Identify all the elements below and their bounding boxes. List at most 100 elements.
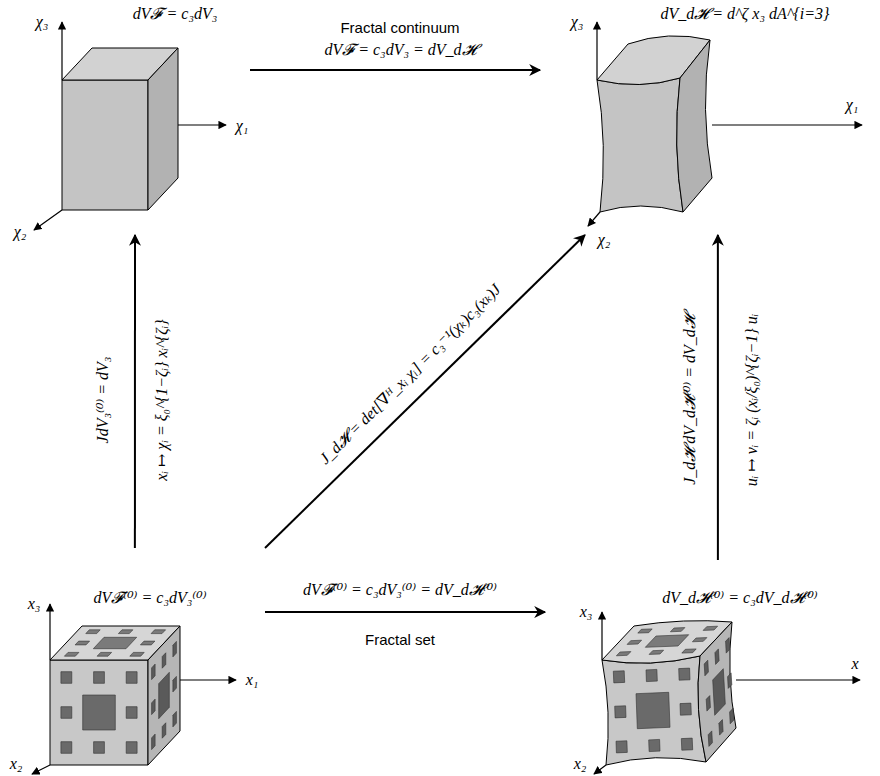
sponge-hole — [152, 664, 156, 680]
axis-label: x — [851, 655, 858, 673]
sponge-front — [50, 660, 148, 765]
axis — [180, 679, 236, 680]
sponge-hole — [719, 720, 723, 736]
sponge-hole — [692, 638, 707, 642]
volume-element-label: dV𝓕 = c₃dV₃ — [133, 5, 218, 23]
figure-node: dV_d𝓗 = d^ζ x₃ dA^{i=3} — [540, 0, 870, 235]
volume-element-label: dV_d𝓗⁽⁰⁾ = c₃dV_d𝓗⁽⁰⁾ — [662, 589, 818, 607]
sponge-hole — [173, 711, 177, 727]
sponge-hole — [613, 671, 624, 683]
map-formula: uᵢ ↦ vᵢ = ζᵢ (xᵢ/ξ₀)^{ζᵢ−1} uᵢ — [743, 314, 761, 486]
figure-node: dV𝓕⁽⁰⁾ = c₃dV₃⁽⁰⁾ — [20, 548, 265, 776]
sponge-hole — [708, 731, 712, 747]
axis-label: χ₁ — [236, 117, 249, 135]
axis — [34, 210, 62, 230]
sponge-side — [698, 622, 736, 762]
figure-node: dV_d𝓗⁽⁰⁾ = c₃dV_d𝓗⁽⁰⁾ — [545, 560, 870, 776]
sponge-hole — [682, 649, 696, 653]
axis-label: x₃ — [580, 603, 593, 621]
mapping-arrow — [717, 235, 719, 560]
sponge-hole — [730, 708, 734, 724]
sponge-hole — [728, 673, 732, 689]
axes — [588, 22, 862, 226]
sponge-hole — [173, 641, 177, 657]
axis — [32, 765, 50, 774]
sponge-hole — [75, 641, 90, 645]
sponge-hole — [61, 707, 72, 719]
deformed-cube — [597, 36, 712, 212]
axis-label: χ₁ — [846, 96, 859, 114]
sponge-hole — [94, 742, 105, 754]
mapping-arrow — [250, 69, 540, 71]
axis-label: x₂ — [574, 755, 587, 773]
sponge-hole — [638, 629, 652, 633]
sponge-hole — [162, 723, 166, 738]
sponge-hole — [680, 703, 691, 715]
axis-label: χ₃ — [571, 13, 584, 31]
sponge-hole — [97, 652, 112, 656]
sponge-hole — [713, 669, 726, 716]
axis-label: x₃ — [28, 595, 41, 613]
axis-label: x₁ — [246, 671, 259, 689]
sponge-side — [148, 626, 180, 765]
sponge-hole — [64, 652, 79, 656]
sponge-hole — [118, 630, 132, 634]
volume-element-label: dV_d𝓗 = d^ζ x₃ dA^{i=3} — [660, 5, 829, 23]
arrow-label: J_d𝓗 dV_d𝓗⁽⁰⁾ = dV_d𝓗 — [681, 315, 699, 485]
sponge-hole — [86, 630, 100, 634]
arrow-label: J_d𝓗 = det[∇ᴴ_xᵢ χᵢ] = c₃⁻¹(χₖ)c₃(xₖ)J — [316, 281, 504, 468]
mapping-arrow — [265, 235, 585, 548]
sponge-hole — [627, 640, 642, 644]
cube-front — [62, 80, 148, 210]
sponge-hole — [646, 669, 657, 681]
region-title: Fractal continuum — [340, 20, 459, 37]
axes — [32, 604, 236, 774]
axis — [596, 22, 597, 80]
axis — [61, 22, 62, 80]
axis-label: χ₂ — [598, 231, 611, 249]
sponge-hole — [615, 706, 626, 718]
sponge-hole — [126, 672, 137, 684]
axis — [736, 679, 860, 680]
sponge-hole — [704, 660, 708, 676]
axis — [712, 124, 862, 125]
sponge-hole — [670, 628, 685, 632]
map-formula: xᵢ ↦ χᵢ = ξ₀^{1−ζᵢ} xᵢ^{ζᵢ} — [153, 319, 171, 480]
sponge-hole — [173, 676, 177, 692]
sponge-hole — [140, 641, 155, 645]
cube-side — [677, 40, 712, 212]
cube — [62, 48, 178, 210]
axis — [588, 212, 600, 226]
sponge-hole — [616, 652, 631, 656]
sponge-hole — [126, 707, 137, 719]
region-title: Fractal set — [365, 632, 435, 649]
sponge-hole — [152, 734, 156, 750]
sponge-hole — [706, 696, 710, 712]
sponge-hole — [61, 742, 72, 754]
arrow-label: dV𝓕⁽⁰⁾ = c₃dV₃⁽⁰⁾ = dV_d𝓗⁽⁰⁾ — [303, 581, 497, 599]
axis-label: χ₃ — [36, 13, 49, 31]
volume-element-label: dV𝓕⁽⁰⁾ = c₃dV₃⁽⁰⁾ — [93, 589, 206, 607]
sponge-hole — [679, 668, 690, 680]
figure-node: dV𝓕 = c₃dV₃ — [20, 0, 250, 235]
axis-label: χ₂ — [14, 223, 27, 241]
sponge-hole — [83, 695, 116, 730]
axes — [594, 612, 860, 774]
sponge-hole — [130, 652, 144, 656]
sponge-hole — [126, 742, 137, 754]
sponge-front — [602, 656, 706, 765]
mapping-arrow — [134, 235, 136, 548]
axis-label: x₂ — [10, 755, 23, 773]
axis — [594, 765, 606, 774]
axes — [34, 22, 226, 230]
sponge-hole — [649, 739, 660, 751]
axis — [178, 124, 226, 125]
sponge-hole — [636, 692, 670, 728]
cube-front — [597, 78, 683, 212]
sponge-hole — [151, 630, 166, 634]
mapping-arrow — [265, 611, 545, 613]
sponge-hole — [159, 672, 170, 718]
sponge-hole — [649, 650, 664, 654]
sponge-hole — [703, 626, 718, 630]
